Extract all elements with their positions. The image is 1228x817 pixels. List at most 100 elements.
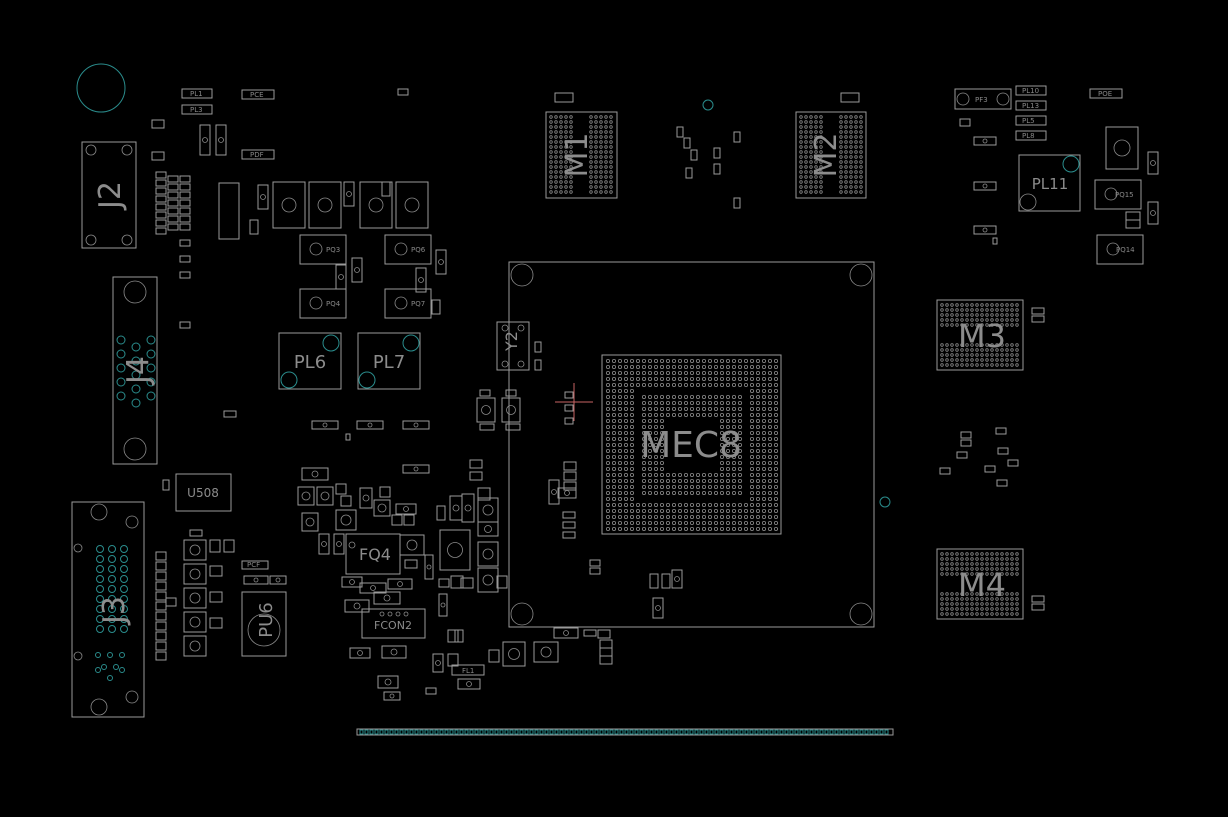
edge-pin — [874, 729, 879, 735]
bga-ball — [768, 490, 773, 495]
bga-ball — [642, 454, 647, 459]
passive-outline — [209, 539, 221, 553]
bga-ball — [975, 607, 979, 611]
component-pl8[interactable]: PL8 — [1015, 130, 1047, 141]
bga-ball — [955, 308, 959, 312]
component-pl5[interactable]: PL5 — [1015, 115, 1047, 126]
component-pq4[interactable]: PQ4 — [299, 288, 347, 319]
bga-ball — [799, 145, 803, 149]
bga-ball — [985, 348, 989, 352]
component-pce[interactable]: PCE — [241, 89, 275, 100]
component-pq6[interactable]: PQ6 — [384, 234, 432, 265]
bga-ball — [732, 472, 737, 477]
component-pf3[interactable]: PF3 — [954, 88, 1012, 110]
bga-ball — [569, 160, 573, 164]
bga-ball — [774, 442, 779, 447]
component-pq14[interactable]: PQ14 — [1096, 234, 1144, 265]
bga-ball — [720, 418, 725, 423]
bga-ball — [559, 180, 563, 184]
passive-outline — [685, 167, 693, 179]
edge-pin — [444, 729, 449, 735]
bga-ball — [738, 418, 743, 423]
passive-outline — [1007, 459, 1019, 467]
bga-ball — [1005, 602, 1009, 606]
component-pl3[interactable]: PL3 — [181, 104, 213, 115]
component-fq4[interactable]: FQ4 — [345, 533, 401, 575]
component-y2[interactable]: Y2 — [496, 321, 530, 371]
bga-ball — [612, 472, 617, 477]
component-pl7[interactable]: PL7 — [357, 332, 421, 390]
bga-ball — [606, 370, 611, 375]
edge-pin — [494, 729, 499, 735]
bga-ball — [720, 412, 725, 417]
component-m4[interactable]: M4 — [936, 548, 1024, 620]
bga-ball — [965, 358, 969, 362]
bga-ball — [569, 135, 573, 139]
bga-ball — [726, 418, 731, 423]
component-poe[interactable]: POE — [1089, 88, 1123, 99]
component-m3[interactable]: M3 — [936, 299, 1024, 371]
component-j2[interactable]: J2 — [81, 141, 137, 249]
bga-ball — [756, 508, 761, 513]
bga-ball — [756, 454, 761, 459]
bga-ball — [559, 160, 563, 164]
bga-ball — [654, 364, 659, 369]
pl1-label: PL1 — [190, 90, 203, 98]
component-pq7[interactable]: PQ7 — [384, 288, 432, 319]
fl1-label: FL1 — [462, 667, 474, 675]
component-m2[interactable]: M2 — [795, 92, 867, 199]
component-pq3[interactable]: PQ3 — [299, 234, 347, 265]
connector-pin — [146, 391, 156, 401]
bga-ball — [839, 140, 843, 144]
bga-ball — [630, 370, 635, 375]
bga-ball — [714, 472, 719, 477]
bga-ball — [678, 484, 683, 489]
component-pu6[interactable]: PU6 — [241, 591, 287, 657]
bga-ball — [684, 370, 689, 375]
component-pq15[interactable]: PQ15 — [1094, 179, 1142, 210]
bga-ball — [554, 115, 558, 119]
bga-ball — [702, 502, 707, 507]
bga-ball — [618, 418, 623, 423]
bga-ball — [1015, 572, 1019, 576]
bga-ball — [702, 521, 707, 526]
component-pl1[interactable]: PL1 — [181, 88, 213, 99]
bga-ball — [594, 175, 598, 179]
bga-ball — [955, 318, 959, 322]
bga-ball — [654, 376, 659, 381]
passive-outline — [1147, 201, 1159, 225]
passive-outline — [557, 487, 577, 499]
bga-ball — [589, 115, 593, 119]
component-fcon2[interactable]: FCON2 — [361, 608, 426, 639]
bga-ball — [684, 382, 689, 387]
component-pl6[interactable]: PL6 — [278, 332, 342, 390]
bga-ball — [612, 418, 617, 423]
component-pl11[interactable]: PL11 — [1018, 154, 1081, 212]
bga-ball — [750, 358, 755, 363]
edge-pin — [564, 729, 569, 735]
component-pcf[interactable]: PCF — [241, 560, 269, 570]
bga-ball — [726, 484, 731, 489]
component-m1[interactable]: M1 — [545, 92, 618, 199]
bga-ball — [839, 160, 843, 164]
bga-ball — [768, 515, 773, 520]
edge-connector[interactable] — [356, 728, 894, 736]
bga-ball — [1000, 353, 1004, 357]
bga-ball — [678, 400, 683, 405]
bga-ball — [714, 502, 719, 507]
component-pdf[interactable]: PDF — [241, 149, 275, 160]
component-pl13[interactable]: PL13 — [1015, 100, 1047, 111]
bga-ball — [549, 165, 553, 169]
passive-outline — [469, 471, 483, 481]
bga-ball — [630, 364, 635, 369]
component-j3[interactable]: J3 — [71, 501, 145, 718]
component-pl10[interactable]: PL10 — [1015, 85, 1047, 96]
passive-pad — [413, 422, 419, 428]
component-u508[interactable]: U508 — [175, 473, 232, 512]
bga-ball — [714, 508, 719, 513]
component-mec8[interactable]: MEC8 — [508, 261, 875, 628]
component-fl1[interactable]: FL1 — [451, 664, 485, 676]
bga-ball — [774, 400, 779, 405]
component-j4[interactable]: J4 — [112, 276, 158, 465]
